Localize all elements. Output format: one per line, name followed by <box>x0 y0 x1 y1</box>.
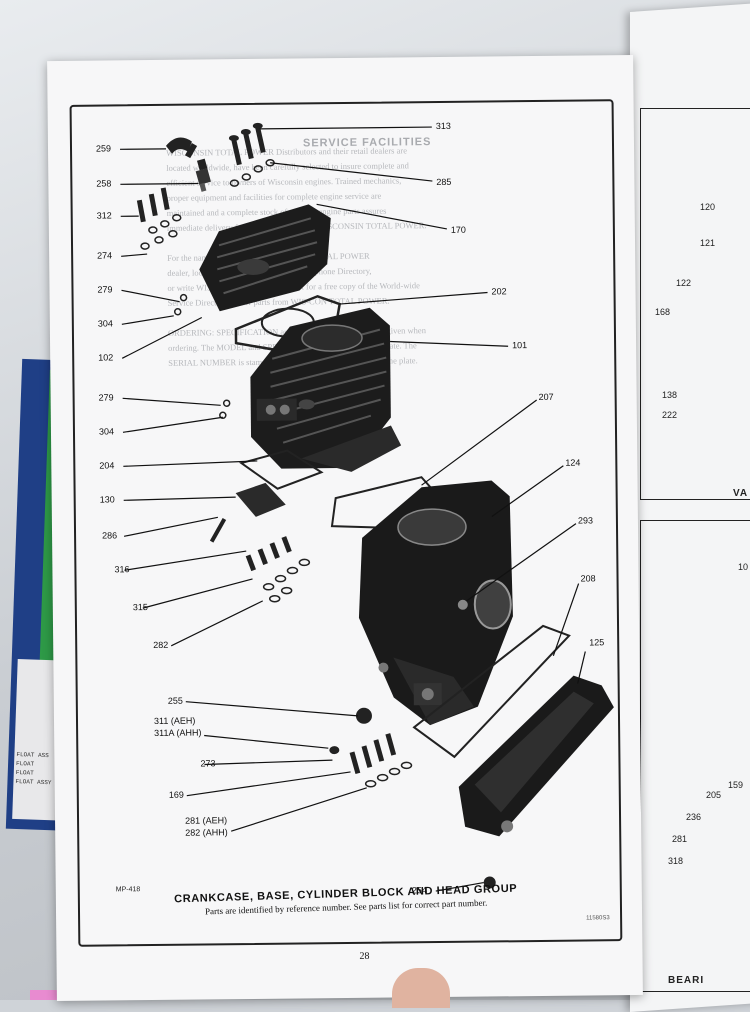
crankcase-base <box>458 675 616 837</box>
right-callout: 236 <box>686 812 701 822</box>
callout-279: 279 <box>97 284 112 294</box>
callout-169: 169 <box>169 790 184 800</box>
folder-text: FLOAT <box>16 769 34 777</box>
page-number: 28 <box>359 951 369 962</box>
right-callout: 281 <box>672 834 687 844</box>
right-callout: 318 <box>668 856 683 866</box>
callout-102: 102 <box>98 352 113 362</box>
base-bolts <box>210 517 292 571</box>
callout-304-b: 304 <box>99 426 114 436</box>
right-page-heading: BEARI <box>668 975 704 986</box>
callout-282: 282 <box>153 640 168 650</box>
right-callout: 10 <box>738 562 748 572</box>
small-washers <box>175 294 230 419</box>
callout-207: 207 <box>539 392 554 402</box>
callout-170: 170 <box>451 225 466 235</box>
callout-313: 313 <box>436 121 451 131</box>
pan-washers <box>365 762 411 786</box>
washers-left <box>141 215 181 249</box>
callout-101: 101 <box>512 340 527 350</box>
right-callout: 120 <box>700 202 715 212</box>
right-callout: 138 <box>662 390 677 400</box>
callout-311a-ahh: 311A (AHH) <box>154 728 201 738</box>
callout-202: 202 <box>491 286 506 296</box>
callout-208: 208 <box>580 573 595 583</box>
right-page-heading: VA <box>733 488 748 499</box>
callout-124: 124 <box>565 458 580 468</box>
right-callout: 168 <box>655 307 670 317</box>
manual-code: MP-418 <box>116 886 141 893</box>
right-callout: 122 <box>676 278 691 288</box>
folder-text: FLOAT ASSY <box>15 778 51 786</box>
callout-304: 304 <box>98 318 113 328</box>
right-callout: 205 <box>706 790 721 800</box>
callout-282-ahh: 282 (AHH) <box>185 827 228 837</box>
right-callout: 121 <box>700 238 715 248</box>
callout-279-b: 279 <box>99 392 114 402</box>
right-page-frame-top <box>640 108 750 500</box>
callout-273: 273 <box>200 758 215 768</box>
callout-255: 255 <box>168 696 183 706</box>
callout-258: 258 <box>96 178 111 188</box>
callout-204: 204 <box>99 460 114 470</box>
right-callout: 222 <box>662 410 677 420</box>
callout-312: 312 <box>97 210 112 220</box>
callout-274: 274 <box>97 250 112 260</box>
manual-page: SERVICE FACILITIES WISCONSIN TOTAL POWER… <box>47 55 643 1001</box>
spark-plug-cap <box>166 137 197 158</box>
callout-316: 316 <box>114 564 129 574</box>
callout-285: 285 <box>436 177 451 187</box>
folder-text: FLOAT <box>16 760 34 768</box>
base-washers <box>263 559 309 601</box>
callout-125: 125 <box>589 637 604 647</box>
callout-281-aeh: 281 (AEH) <box>185 815 227 825</box>
callout-311-aeh: 311 (AEH) <box>154 716 195 726</box>
callout-286: 286 <box>102 530 117 540</box>
crankcase <box>358 480 515 726</box>
right-callout: 159 <box>728 780 743 790</box>
drawing-code: 11580S3 <box>586 915 610 921</box>
folder-text: FLOAT ASS <box>16 751 49 759</box>
thumb <box>392 968 450 1008</box>
callout-130: 130 <box>100 494 115 504</box>
cylinder-block <box>250 307 402 473</box>
spark-plug <box>196 159 212 192</box>
head-bolts-left <box>137 187 170 222</box>
right-page-frame-bottom <box>640 520 750 992</box>
exploded-parts-diagram <box>47 55 642 961</box>
callout-259: 259 <box>96 143 111 153</box>
cylinder-head <box>199 204 332 311</box>
callout-293: 293 <box>578 515 593 525</box>
callout-315: 315 <box>133 602 148 612</box>
